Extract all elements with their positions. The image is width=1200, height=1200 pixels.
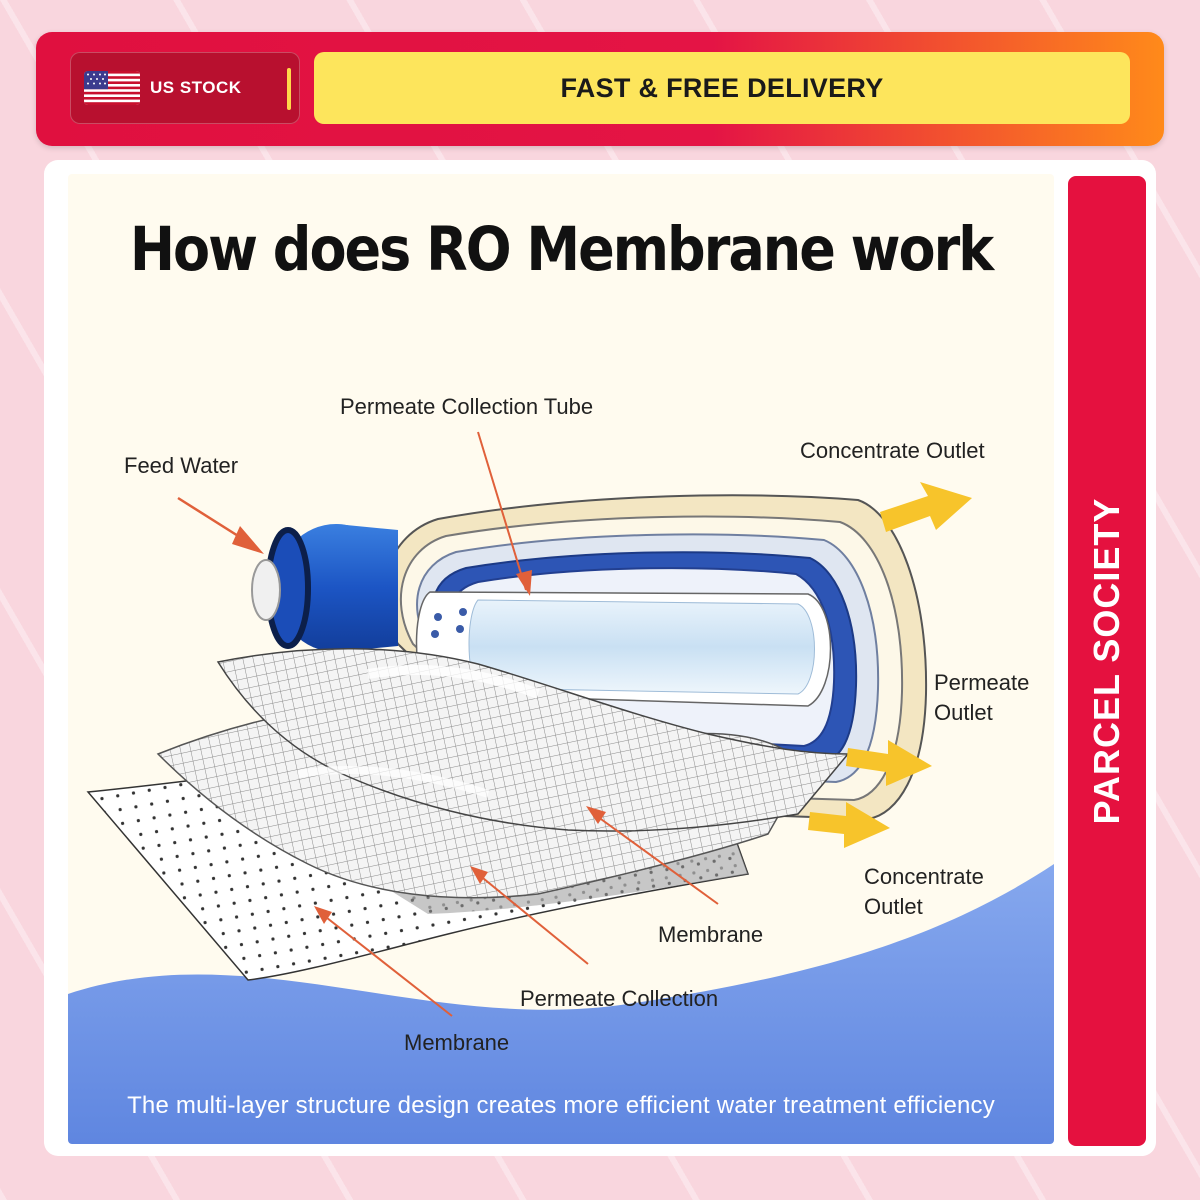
label-permeate-outlet: Permeate Outlet [934,668,1029,728]
brand-name: PARCEL SOCIETY [1086,497,1127,825]
brand-sidebar: PARCEL SOCIETY [1068,176,1146,1146]
label-concentrate-outlet-top: Concentrate Outlet [800,438,985,463]
label-permeate-outlet-line1: Permeate [934,670,1030,695]
stock-divider [287,68,291,110]
us-stock-badge: US STOCK [70,52,300,124]
label-concentrate-outlet-line2: Outlet [864,894,923,919]
diagram-panel: How does RO Membrane work Permeate Colle… [68,174,1054,1144]
diagram-caption: The multi-layer structure design creates… [127,1092,995,1119]
diagram-title: How does RO Membrane work [129,214,994,285]
label-concentrate-outlet-line1: Concentrate [864,864,984,889]
us-flag-icon [84,71,140,105]
label-permeate-collection: Permeate Collection [520,986,719,1011]
label-membrane-outer: Membrane [404,1030,510,1055]
top-banner: US STOCK FAST & FREE DELIVERY [36,32,1164,146]
us-stock-label: US STOCK [150,78,242,97]
delivery-label: FAST & FREE DELIVERY [560,72,884,103]
label-permeate-outlet-line2: Outlet [934,700,993,725]
ro-membrane-illustration [68,431,1054,1144]
label-membrane-inner: Membrane [658,922,764,947]
delivery-badge: FAST & FREE DELIVERY [314,52,1130,124]
product-card: How does RO Membrane work Permeate Colle… [44,160,1156,1156]
label-permeate-collection-tube: Permeate Collection Tube [340,394,594,419]
label-concentrate-outlet-bottom: Concentrate Outlet [864,862,984,922]
label-feed-water: Feed Water [124,453,239,478]
